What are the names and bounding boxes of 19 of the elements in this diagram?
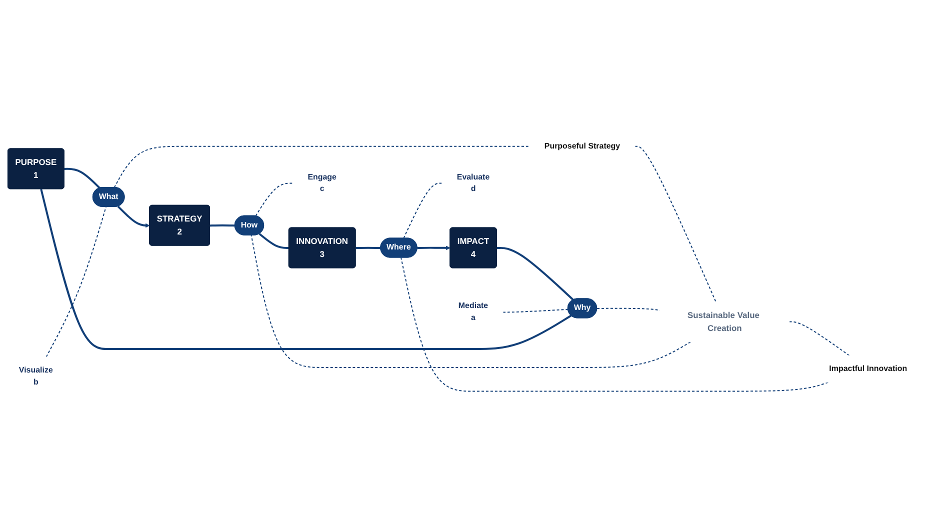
connector	[46, 206, 106, 358]
connector	[403, 182, 442, 238]
connector	[596, 308, 660, 311]
connector	[40, 188, 572, 350]
connector	[114, 146, 530, 188]
connector	[502, 308, 568, 312]
connector	[255, 182, 294, 216]
connector	[64, 168, 100, 188]
connector	[400, 256, 829, 392]
connector	[496, 246, 574, 300]
connector	[788, 320, 850, 356]
connector	[258, 232, 289, 249]
node-text: Sustainable Value Creation	[687, 310, 760, 332]
connector	[210, 224, 235, 226]
arrow	[117, 205, 150, 228]
connector	[356, 246, 381, 249]
arrow	[417, 245, 450, 250]
connector	[250, 234, 692, 368]
connector	[634, 146, 716, 302]
